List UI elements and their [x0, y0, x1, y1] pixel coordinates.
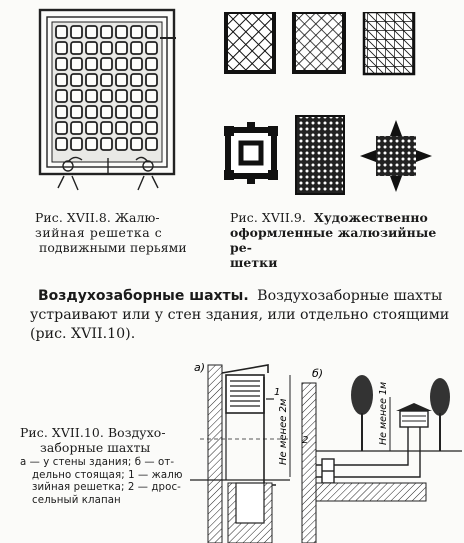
louvre-cell [145, 137, 158, 151]
louvre-cell [100, 137, 113, 151]
louvre-cell [115, 137, 128, 151]
louvre-cell [130, 57, 143, 71]
louvre-cell [70, 57, 83, 71]
louvre-cell [100, 89, 113, 103]
louvre-cell [115, 41, 128, 55]
section-heading: Воздухозаборные шахты. [38, 288, 249, 304]
paragraph-line: устраивают или у стен здания, или отдель… [30, 307, 450, 323]
louvre-cell [100, 41, 113, 55]
louvre-cell [55, 41, 68, 55]
fig10-legend-line: а — у стены здания; б — от- [20, 457, 175, 468]
louvre-cell [85, 57, 98, 71]
louvre-cell [70, 137, 83, 151]
label-b: б) [312, 367, 323, 380]
fig9-caption-line: оформленные жалюзийные ре- [230, 225, 460, 255]
section-paragraph: Воздухозаборные шахты. Воздухозаборные ш… [30, 287, 450, 344]
fig9-caption: Рис. XVII.9. Художественно оформленные ж… [230, 210, 460, 270]
fig9-caption-title: оформленные жалюзийные ре- [230, 225, 437, 255]
louvre-cell [115, 25, 128, 39]
louvre-cell [85, 41, 98, 55]
louvre-cell [100, 25, 113, 39]
paragraph-line: (рис. XVII.10). [30, 326, 136, 342]
label-a: а) [194, 361, 205, 374]
louvre-cell [145, 73, 158, 87]
fig10-caption: Рис. XVII.10. Воздухо- заборные шахты а … [20, 425, 190, 507]
louvre-cell [55, 105, 68, 119]
louvre-cell [55, 25, 68, 39]
louvre-cell [115, 89, 128, 103]
louvre-cell [115, 121, 128, 135]
louvre-cell [115, 57, 128, 71]
louvre-cell [145, 121, 158, 135]
louvre-cell [55, 137, 68, 151]
louvre-cell [100, 57, 113, 71]
paragraph-line: Воздухозаборные шахты. Воздухозаборные ш… [30, 287, 450, 306]
fig9-caption-title: шетки [230, 255, 278, 270]
dim-a: Не менее 2м [278, 398, 289, 465]
figure-air-intake-shafts: а) 1 Не менее 2м б) 2 Не менее 1м [190, 361, 462, 543]
louvre-cell [130, 41, 143, 55]
louvre-cell [130, 137, 143, 151]
louvre-cell [145, 25, 158, 39]
fig9-caption-prefix: Рис. XVII.9. [230, 210, 306, 225]
louvre-cell [70, 89, 83, 103]
fig8-caption: Рис. XVII.8. Жалю- зийная решетка с подв… [35, 210, 195, 255]
louvre-cell [70, 41, 83, 55]
mark-1: 1 [274, 387, 280, 398]
louvre-cell [85, 105, 98, 119]
louvre-cell [70, 105, 83, 119]
dim-b: Не менее 1м [378, 382, 389, 445]
louvre-cell [55, 89, 68, 103]
louvre-cell [55, 73, 68, 87]
louvre-cell [115, 105, 128, 119]
fig10-caption-line: Рис. XVII.10. Воздухо- [20, 425, 166, 440]
fig8-caption-line: зийная решетка с [35, 225, 163, 240]
louvre-cell [130, 89, 143, 103]
fig10-legend-line: зийная решетка; 2 — дрос- [32, 482, 181, 493]
louvre-cell [145, 41, 158, 55]
fig10-caption-line: заборные шахты [40, 440, 151, 455]
louvre-cell [100, 105, 113, 119]
fig9-caption-line: Рис. XVII.9. Художественно [230, 210, 460, 225]
fig10-legend-line: дельно стоящая; 1 — жалю [32, 469, 183, 481]
louvre-cell [145, 57, 158, 71]
louvre-cell [85, 121, 98, 135]
fig10-legend: а — у стены здания; б — от- дельно стоящ… [20, 457, 190, 507]
louvre-cell [85, 25, 98, 39]
fig9-caption-line: шетки [230, 255, 460, 270]
louvre-cell [55, 57, 68, 71]
louvre-cell [145, 89, 158, 103]
fig10-legend-line: сельный клапан [32, 494, 121, 506]
fig9-caption-title: Художественно [313, 210, 428, 225]
louvre-cell [70, 121, 83, 135]
louvre-cell [70, 25, 83, 39]
louvre-cell [85, 89, 98, 103]
louvre-cell [145, 105, 158, 119]
louvre-cell [130, 121, 143, 135]
louvre-cell [130, 105, 143, 119]
louvre-cell [130, 25, 143, 39]
fig8-caption-line: Рис. XVII.8. Жалю- [35, 210, 160, 225]
fig8-caption-line: подвижными перьями [39, 240, 187, 255]
louvre-cell [100, 121, 113, 135]
figure-louvre-grille [38, 8, 176, 191]
louvre-cell [130, 73, 143, 87]
figure-decorative-grilles [224, 12, 432, 195]
louvre-cell [115, 73, 128, 87]
paragraph-text: Воздухозаборные шахты [257, 288, 443, 304]
louvre-cell [55, 121, 68, 135]
louvre-cell [100, 73, 113, 87]
louvre-cell [70, 73, 83, 87]
mark-2: 2 [302, 435, 308, 446]
louvre-cell [85, 137, 98, 151]
louvre-cell [85, 73, 98, 87]
